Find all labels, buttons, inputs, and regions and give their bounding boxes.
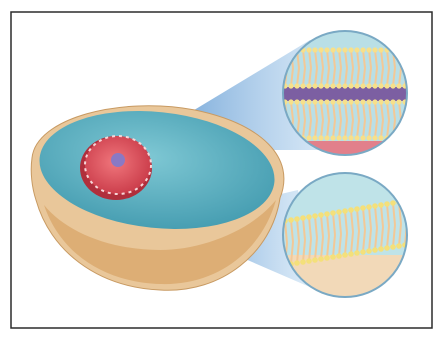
- nucleus: [80, 136, 152, 200]
- nucleolus: [111, 153, 125, 167]
- cell-cutaway: [31, 100, 284, 290]
